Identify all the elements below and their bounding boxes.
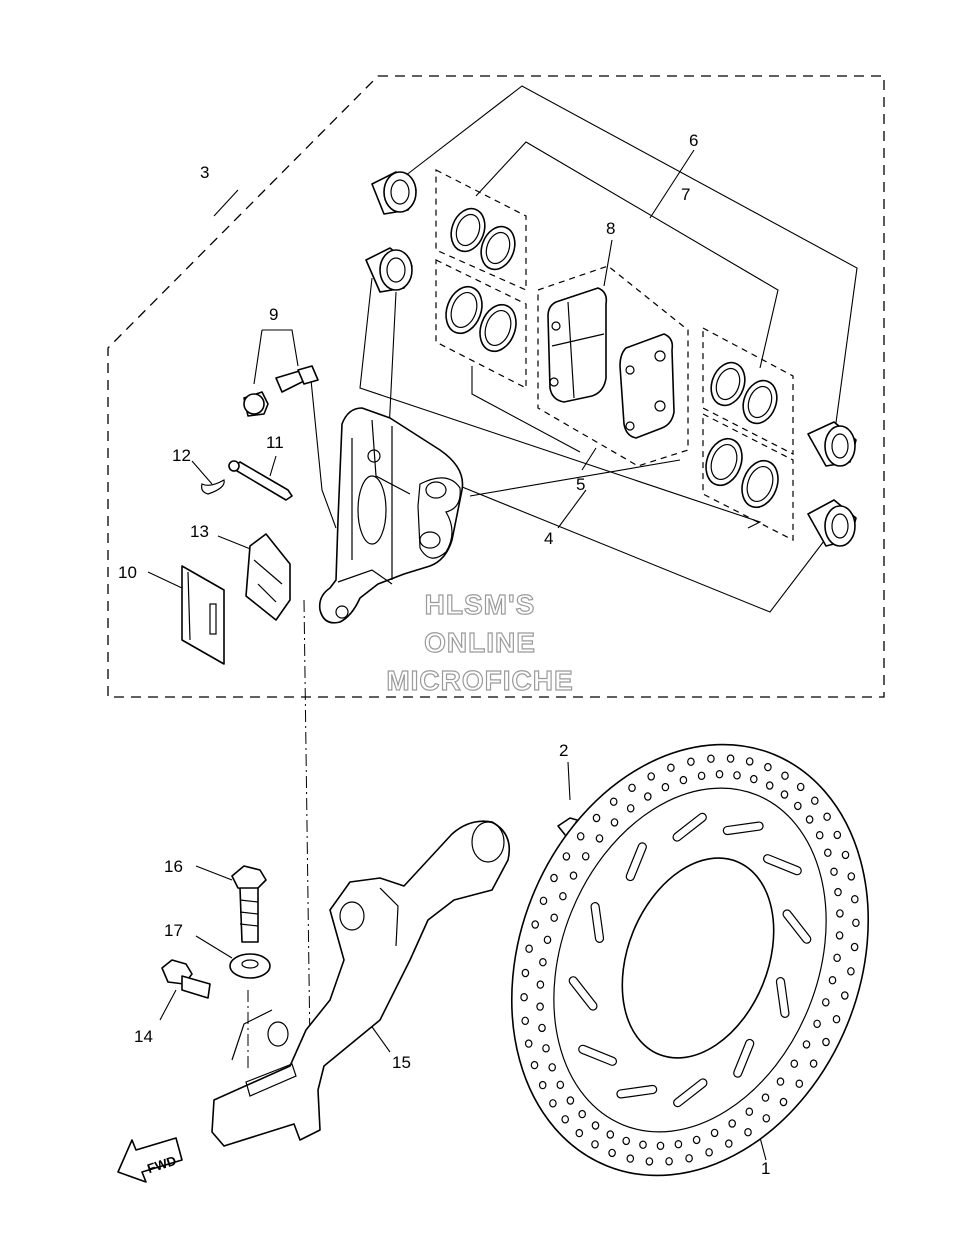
callout-9: 9 <box>269 305 278 324</box>
washer-part <box>229 953 271 979</box>
bolt-14-part <box>161 959 211 999</box>
seal-rings <box>445 207 779 509</box>
callout-8: 8 <box>606 219 615 238</box>
callout-12: 12 <box>172 446 191 465</box>
callout-10: 10 <box>118 563 137 582</box>
callout-15: 15 <box>392 1053 411 1072</box>
pad-shim-part <box>181 565 225 665</box>
callout-16: 16 <box>164 857 183 876</box>
watermark-line-2: ONLINE <box>424 627 536 658</box>
seal-group-lower-right <box>702 413 794 541</box>
callout-7: 7 <box>681 185 690 204</box>
alignment-line-1 <box>303 599 311 1051</box>
brake-disc-part <box>510 743 870 1177</box>
pad-spring-part <box>245 533 291 621</box>
caliper-assembly-boundary <box>107 75 885 698</box>
callout-14: 14 <box>134 1027 153 1046</box>
seal-group-upper-left <box>435 169 527 291</box>
bleed-screw-part <box>243 365 319 417</box>
watermark-line-1: HLSM'S <box>425 589 536 620</box>
pad-group <box>537 265 689 467</box>
callout-2: 2 <box>559 741 568 760</box>
caliper-bracket-part <box>211 820 511 1147</box>
callout-13: 13 <box>190 522 209 541</box>
caliper-body <box>318 407 464 624</box>
bolt-16-part <box>231 865 267 943</box>
callout-11: 11 <box>266 433 284 452</box>
seal-group-lower-left <box>435 259 527 389</box>
forward-arrow-icon: FWD <box>117 1137 183 1183</box>
callout-4: 4 <box>544 529 553 548</box>
callout-3: 3 <box>200 163 209 182</box>
callout-1: 1 <box>761 1159 770 1178</box>
callout-5: 5 <box>576 475 585 494</box>
seal-group-upper-right <box>702 327 794 455</box>
leader-lines <box>147 85 858 1161</box>
pad-pin-part <box>201 460 293 501</box>
callout-6: 6 <box>689 131 698 150</box>
brake-pads <box>547 287 675 439</box>
watermark-line-3: MICROFICHE <box>386 665 573 696</box>
piston-part <box>365 171 857 547</box>
callout-17: 17 <box>164 921 183 940</box>
